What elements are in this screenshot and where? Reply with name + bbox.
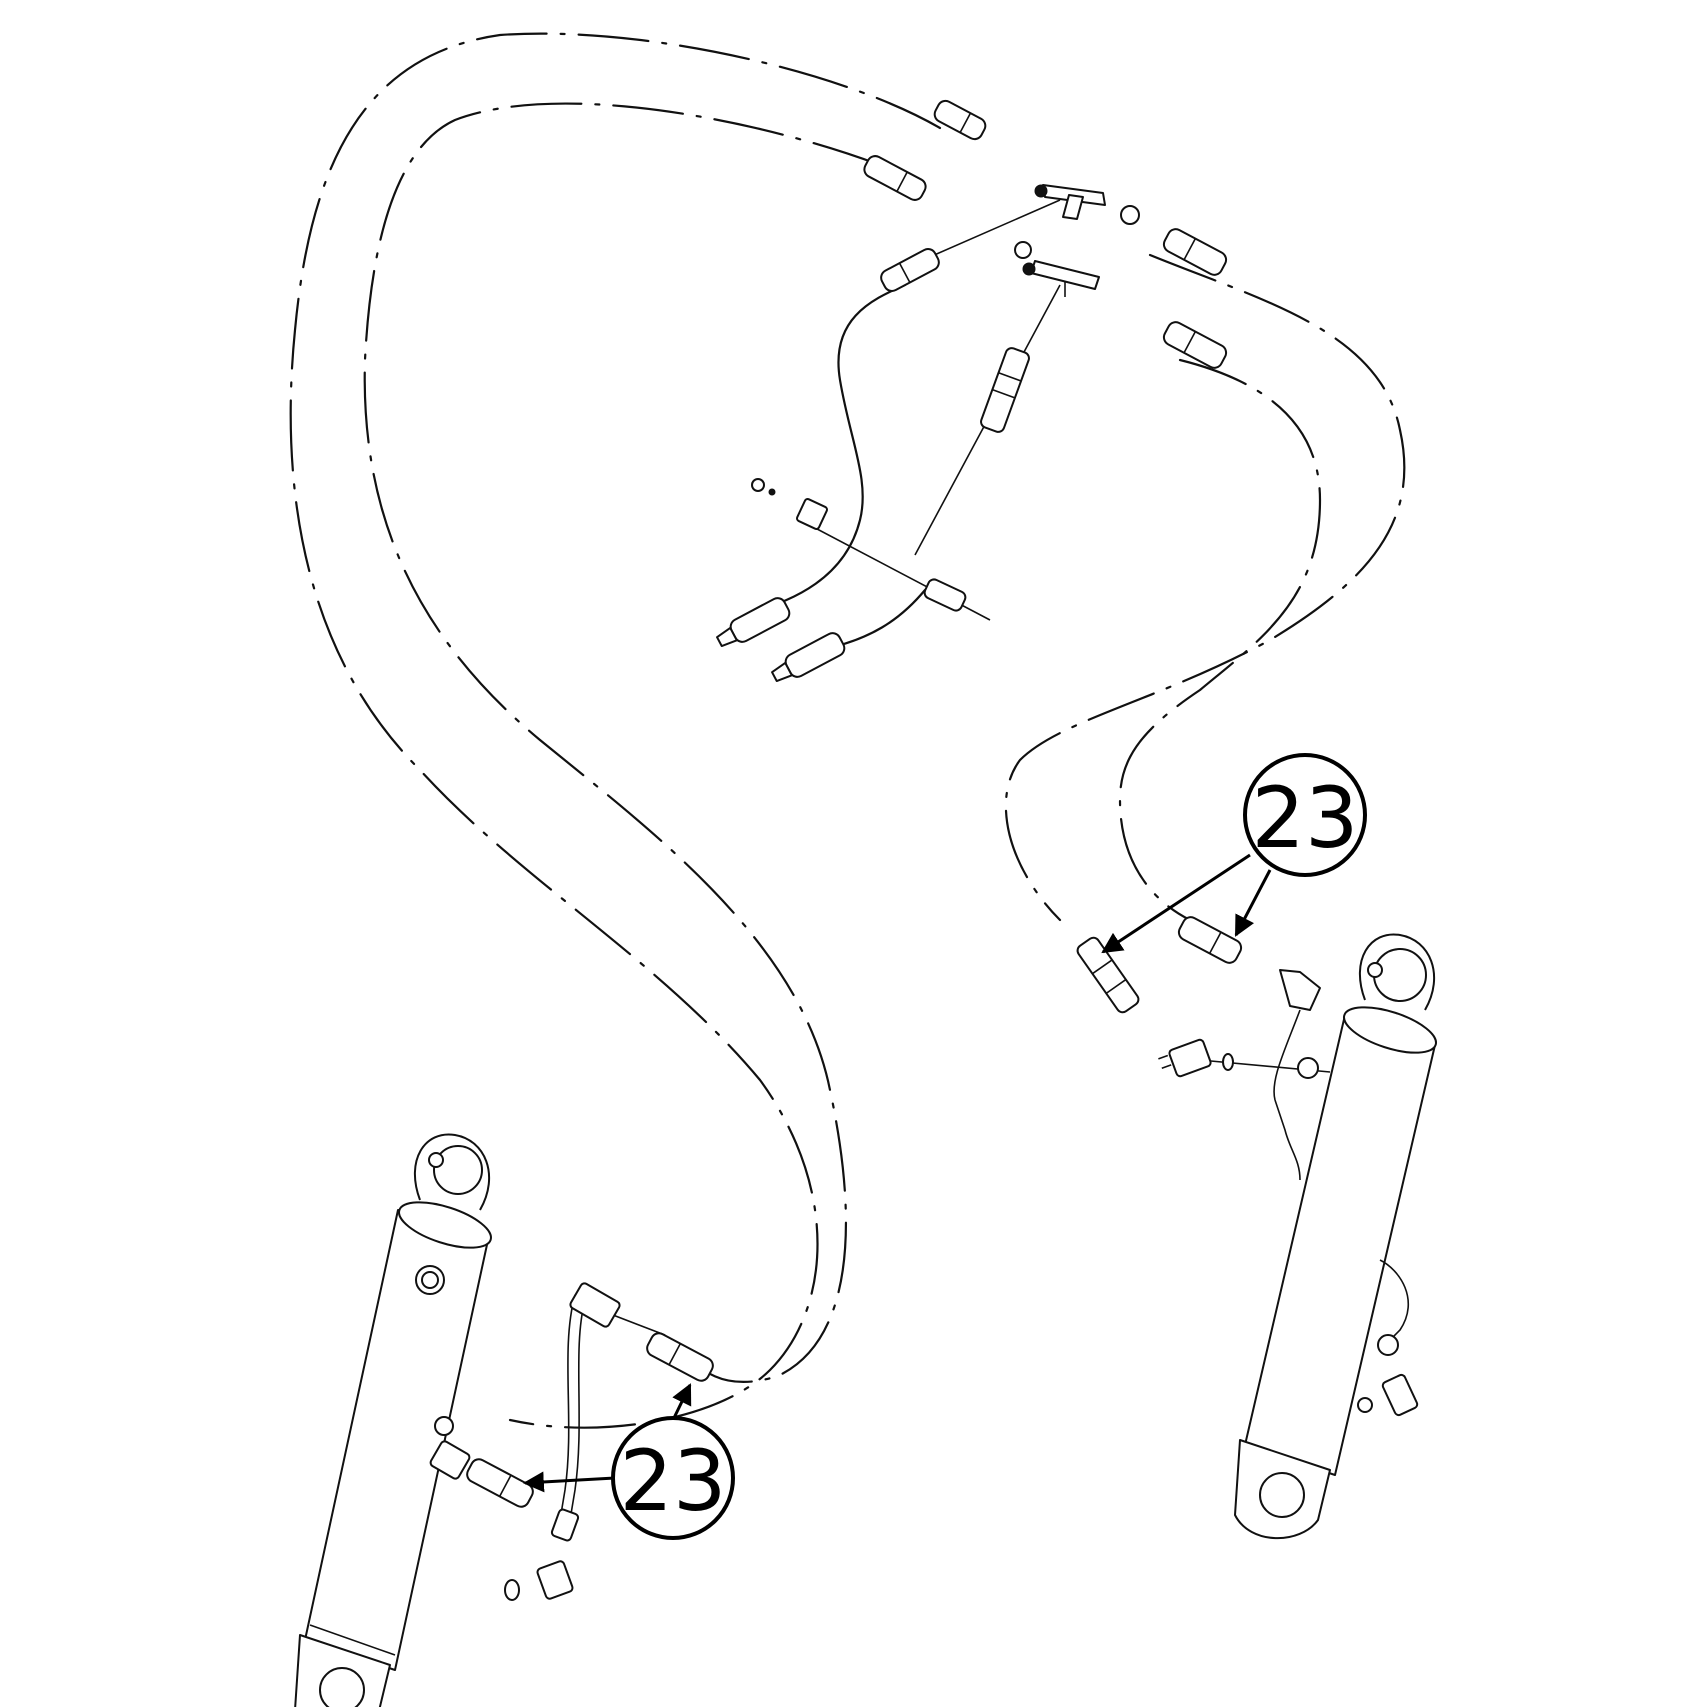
swivel-fitting: [569, 1282, 621, 1328]
hose-end-fitting: [716, 597, 791, 648]
hose-fitting: [880, 248, 940, 292]
nut-fitting: [796, 498, 828, 530]
callout-label: 23: [1252, 769, 1359, 867]
left-cylinder: [294, 1133, 492, 1707]
callout-23-left: 23: [611, 1416, 735, 1540]
hose-fitting-callout-target: [1177, 916, 1243, 964]
elbow-fitting: [429, 1440, 471, 1480]
tube-nut: [550, 1508, 580, 1542]
elbow-fitting: [1381, 1373, 1419, 1417]
hose-fitting: [1162, 321, 1228, 369]
hose-end-fitting: [771, 632, 846, 683]
hose-fitting: [863, 155, 927, 201]
hose-fitting: [1162, 228, 1228, 276]
hose-right-outer: [1004, 253, 1406, 922]
hose-fitting: [933, 99, 987, 141]
connection-lines: [429, 199, 1331, 1441]
tee-fitting: [1022, 260, 1100, 297]
hose-right-inner: [1118, 358, 1322, 922]
tee-fitting: [1034, 184, 1106, 220]
hose-fitting: [923, 578, 967, 612]
o-ring: [1120, 205, 1140, 225]
fittings-centre: [716, 478, 967, 683]
hose-fitting-callout-target: [646, 1332, 714, 1382]
elbow-fitting: [536, 1560, 574, 1600]
callout-23-right: 23: [1243, 753, 1367, 877]
hose-inner-loop: [363, 102, 882, 1383]
left-fittings: [466, 1282, 714, 1601]
callout-label: 23: [620, 1432, 727, 1530]
hose-outer-loop: [289, 32, 942, 1429]
hose-centre-branch: [758, 283, 907, 612]
o-ring: [751, 478, 765, 492]
swivel-fitting: [1158, 1038, 1212, 1078]
hose-fitting-callout-target: [1076, 936, 1140, 1014]
o-ring: [1014, 241, 1032, 259]
hose-fitting-callout-target: [466, 1458, 534, 1508]
right-cylinder: [1234, 933, 1437, 1540]
adapter-fitting: [980, 347, 1030, 433]
right-fittings: [1076, 916, 1243, 1078]
fittings-top: [863, 99, 1228, 433]
callout-leaders: [522, 853, 1272, 1493]
